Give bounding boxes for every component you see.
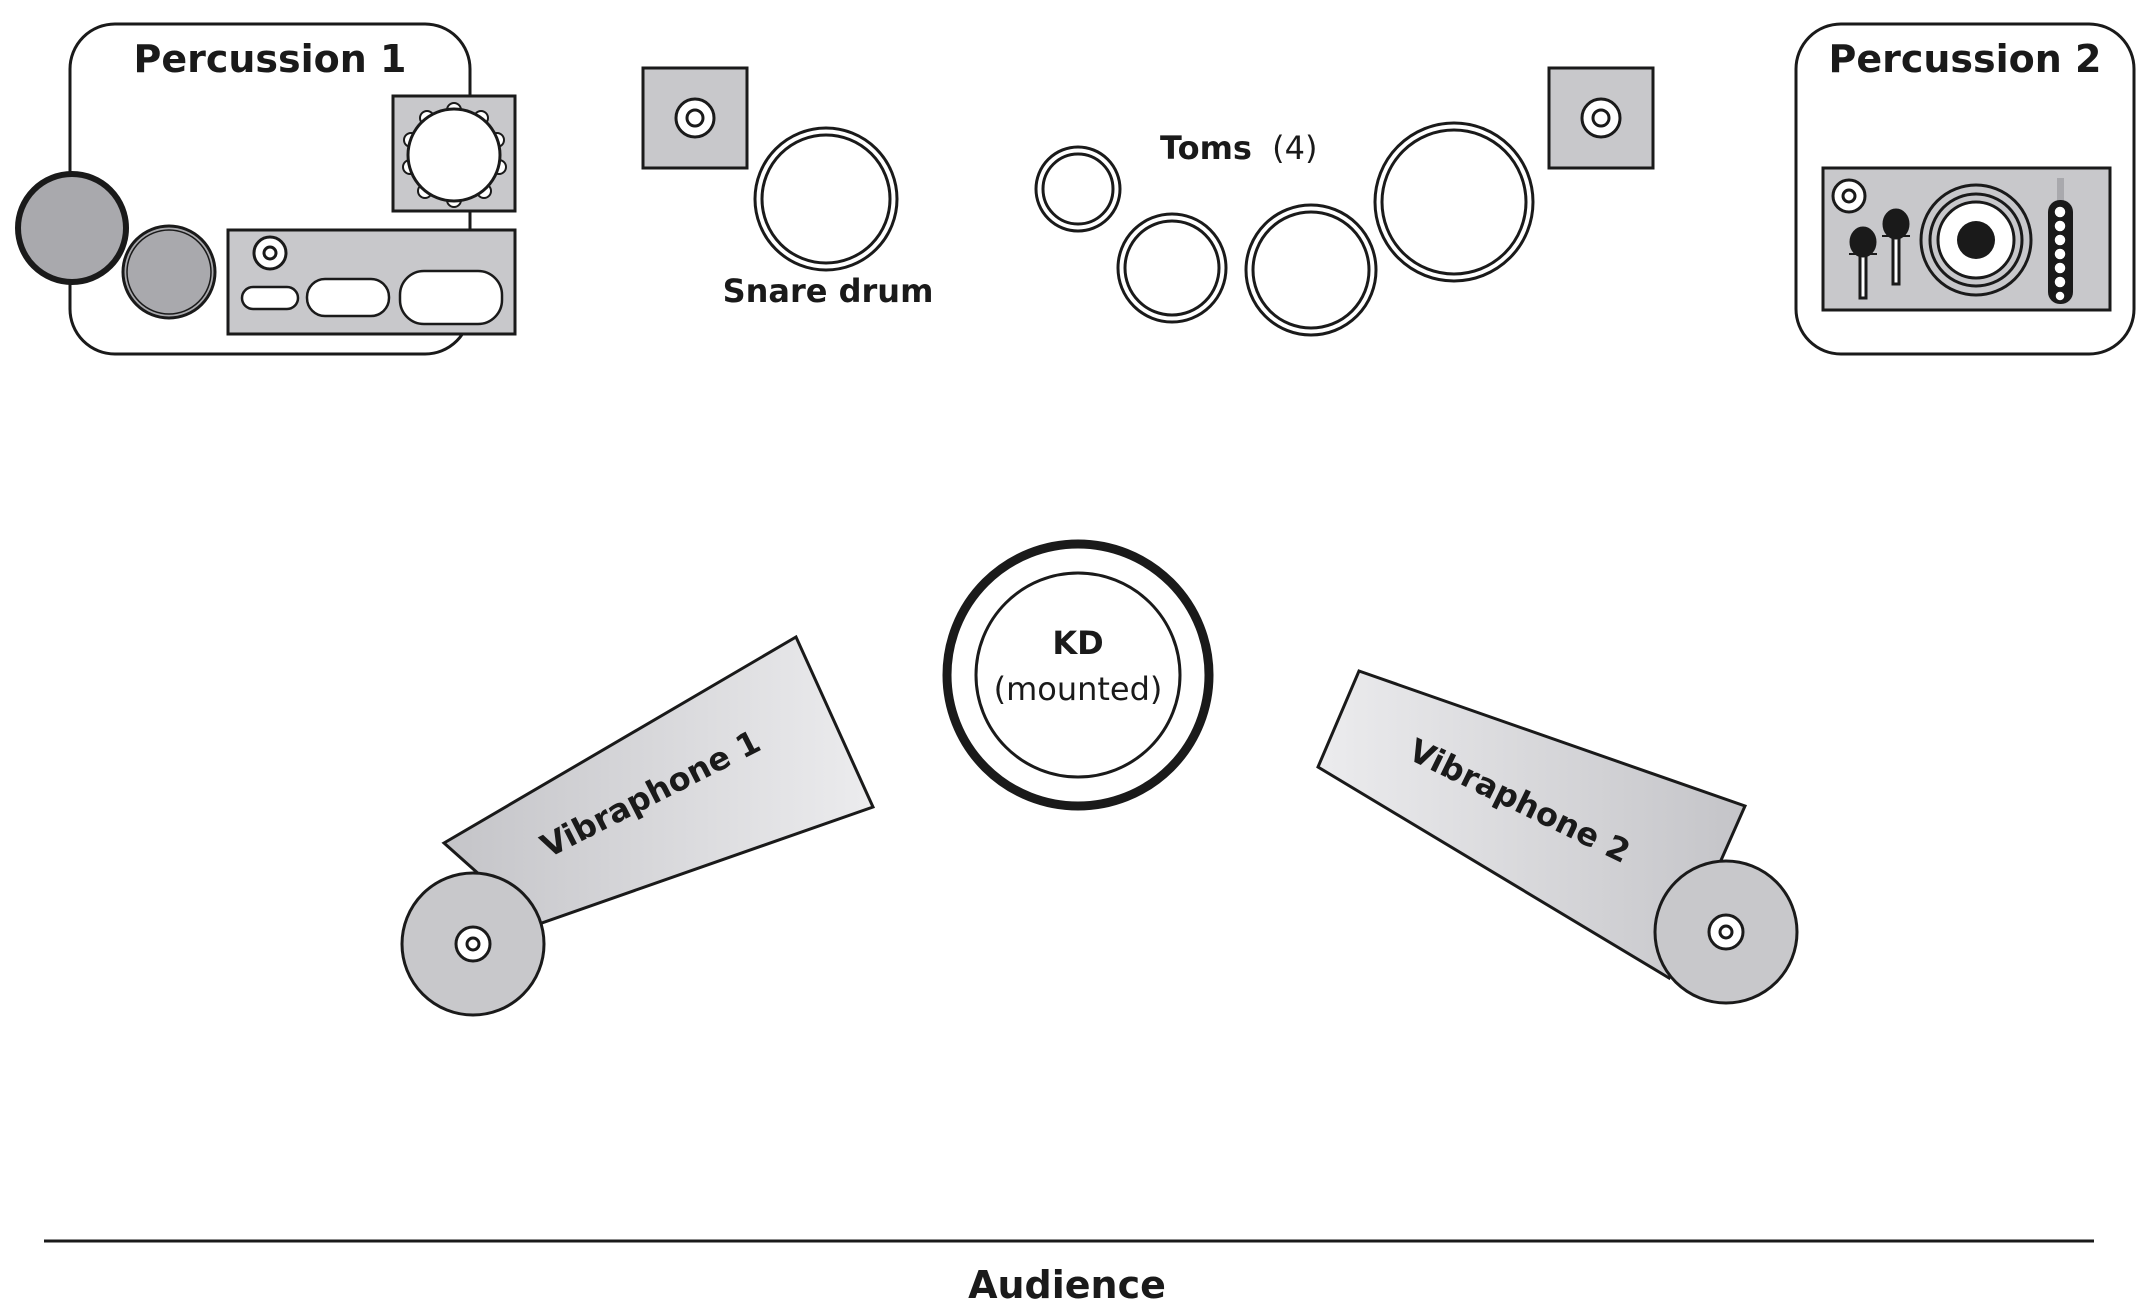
snare-area: Snare drum <box>641 66 934 310</box>
tambourine-icon <box>406 107 502 203</box>
percussion-1-label: Percussion 1 <box>133 37 406 81</box>
trap-item-medium <box>305 277 391 318</box>
kick-drum-label: KD <box>1052 624 1103 662</box>
toms-name: Toms <box>1160 129 1252 167</box>
kick-drum-note: (mounted) <box>994 670 1163 708</box>
target-icon <box>1707 913 1745 951</box>
trap-item-small <box>240 285 300 311</box>
tom-1-icon <box>1034 145 1122 233</box>
hand-drum-large <box>15 171 129 285</box>
audience-label: Audience <box>968 1263 1166 1307</box>
vibraphone-2: Vibraphone 2 <box>1316 669 1799 1005</box>
shaker-icon <box>2048 178 2073 304</box>
tom-3-icon <box>1244 203 1378 337</box>
target-icon <box>1831 178 1867 214</box>
trap-item-large <box>398 269 504 326</box>
target-icon <box>674 97 716 139</box>
target-icon <box>252 235 288 271</box>
target-icon <box>454 925 492 963</box>
toms-count: (4) <box>1272 129 1317 167</box>
percussion-2-area: Percussion 2 <box>1794 22 2136 356</box>
tom-4-icon <box>1373 121 1535 283</box>
target-icon <box>1580 97 1622 139</box>
vibraphone-1: Vibraphone 1 <box>400 634 876 1017</box>
snare-drum-icon <box>753 126 899 272</box>
snare-label: Snare drum <box>723 272 934 310</box>
percussion-1-area: Percussion 1 <box>15 22 517 356</box>
maracas-icon <box>1849 208 1910 300</box>
kick-drum: KD (mounted) <box>942 539 1214 811</box>
percussion-2-label: Percussion 2 <box>1828 37 2101 81</box>
toms-area: Toms (4) <box>1034 66 1655 337</box>
vibraphone-2-body <box>1316 669 1748 981</box>
hand-drum-small <box>121 224 217 320</box>
tom-2-icon <box>1116 212 1228 324</box>
speaker-drum-icon <box>1919 183 2033 297</box>
toms-label: Toms (4) <box>1160 129 1317 167</box>
